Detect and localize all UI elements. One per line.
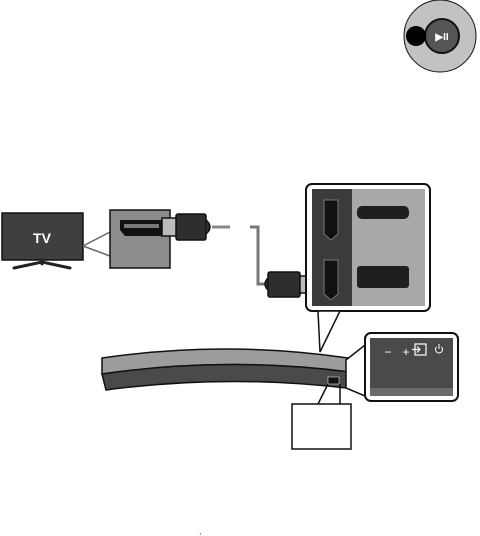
plug-boot-tv xyxy=(205,219,211,235)
plug-body-soundbar xyxy=(267,271,301,298)
soundbar-control-panel: − + xyxy=(345,332,459,402)
volume-down-button: − xyxy=(384,345,391,359)
label-box xyxy=(291,403,352,450)
plug-body-tv xyxy=(175,213,207,241)
tv-port-panel xyxy=(109,209,171,269)
play-pause-icon: ▶II xyxy=(434,32,448,43)
soundbar xyxy=(101,348,351,391)
tv-hdmi-pins xyxy=(124,224,159,228)
tv-hdmi-port-detail xyxy=(109,209,171,269)
remote-control: ▶II xyxy=(403,0,477,73)
port-label-top xyxy=(357,206,409,219)
tv-callout-lines xyxy=(82,231,111,257)
soundbar-rear-panel xyxy=(305,183,431,312)
tv: TV xyxy=(1,212,84,270)
rear-panel-callout xyxy=(317,310,342,353)
port-label-bottom xyxy=(357,266,409,288)
label-box-callout xyxy=(317,383,341,405)
press-indicator-icon xyxy=(406,26,426,46)
hdmi-out-port xyxy=(323,259,339,301)
control-panel-callout xyxy=(345,343,366,398)
tv-label: TV xyxy=(33,230,52,246)
page-mark xyxy=(199,532,202,536)
tv-stand xyxy=(12,258,72,270)
volume-up-button: + xyxy=(402,345,409,359)
source-input-icon xyxy=(412,343,427,356)
hdmi-cable xyxy=(250,225,268,286)
hdmi-in-port xyxy=(323,199,339,241)
power-icon xyxy=(435,344,443,354)
soundbar-display xyxy=(327,376,340,385)
control-panel-face xyxy=(370,338,453,396)
control-panel-base xyxy=(370,388,453,396)
hdmi-plug-tv xyxy=(161,213,211,241)
